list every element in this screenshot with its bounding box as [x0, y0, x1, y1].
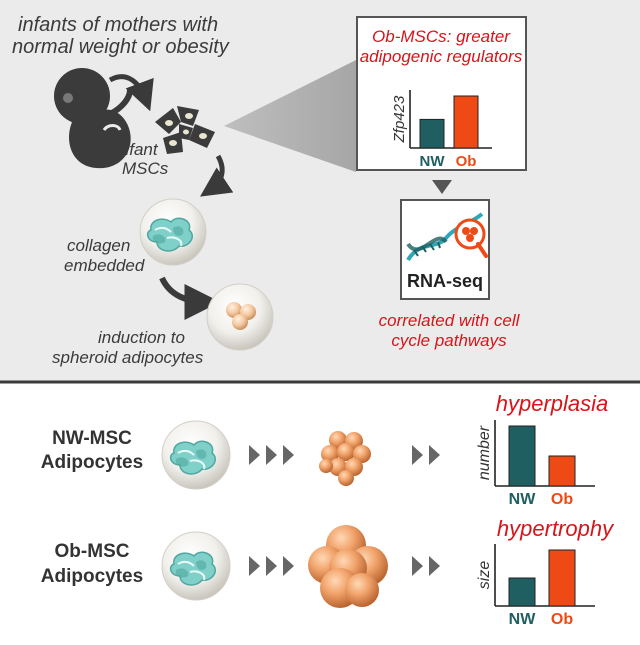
chart-bar-ob — [548, 455, 576, 487]
infants-line1: infants of mothers with — [18, 14, 218, 36]
collagen-label-line2: embedded — [64, 256, 145, 275]
arrow-collagen-to-spheroid — [159, 276, 221, 320]
msc-cells-icon — [155, 106, 215, 154]
chart-bar-ob — [453, 95, 479, 149]
msc-label-line1: infant — [116, 140, 159, 159]
chart-category-nw: NW — [420, 153, 446, 170]
chart-ylabel: size — [476, 561, 493, 590]
hypertrophy-label: hypertrophy — [497, 516, 615, 541]
chart-category-nw: NW — [509, 611, 537, 628]
chart-ylabel: Zfp423 — [391, 95, 408, 143]
arrow-msc-to-collagen — [200, 154, 234, 197]
inset-title-line1: Ob-MSCs: greater — [372, 27, 511, 46]
nw-collagen-sphere-icon — [161, 420, 231, 490]
rnaseq-label: RNA-seq — [407, 271, 483, 291]
chart-category-ob: Ob — [551, 611, 573, 628]
ob-double-arrow — [412, 556, 440, 576]
nw-small-spheroid-icon — [319, 431, 371, 486]
chart-bar-nw — [419, 118, 445, 149]
correlated-line2: cycle pathways — [391, 331, 507, 350]
hyperplasia-label: hyperplasia — [496, 391, 609, 416]
zoom-beam — [224, 60, 356, 172]
ob-large-spheroid-icon — [308, 525, 388, 608]
collagen-label-line1: collagen — [67, 236, 130, 255]
top-panel — [0, 0, 640, 382]
ob-collagen-sphere-icon — [161, 531, 231, 601]
arrow-inset-to-rnaseq — [432, 180, 452, 194]
chart-bar-nw — [508, 577, 536, 607]
collagen-sphere-icon — [139, 198, 207, 266]
dna-magnifier-icon — [406, 212, 488, 262]
chart-bar-ob — [548, 549, 576, 607]
ob-triple-arrow — [249, 556, 294, 576]
ob-row-line2: Adipocytes — [41, 566, 143, 587]
nw-triple-arrow — [249, 445, 294, 465]
correlated-line1: correlated with cell — [379, 311, 521, 330]
rnaseq-box — [400, 199, 490, 300]
ob-row-line1: Ob-MSC — [55, 541, 130, 562]
induction-label-line1: induction to — [98, 328, 185, 347]
chart-category-nw: NW — [509, 491, 537, 508]
chart-bar-nw — [508, 425, 536, 487]
nw-row-line1: NW-MSC — [52, 428, 132, 449]
chart-category-ob: Ob — [456, 153, 477, 170]
arrow-fetus-to-msc — [108, 74, 154, 112]
chart-category-ob: Ob — [551, 491, 573, 508]
nw-double-arrow — [412, 445, 440, 465]
nw-row-line2: Adipocytes — [41, 452, 143, 473]
chart-ylabel: number — [476, 425, 493, 480]
spheroid-adipocyte-icon — [206, 283, 274, 351]
infants-line2: normal weight or obesity — [12, 36, 230, 58]
msc-label-line2: MSCs — [122, 159, 169, 178]
fetus-icon — [54, 68, 133, 169]
inset-title-line2: adipogenic regulators — [360, 47, 523, 66]
induction-label-line2: spheroid adipocytes — [52, 348, 204, 367]
